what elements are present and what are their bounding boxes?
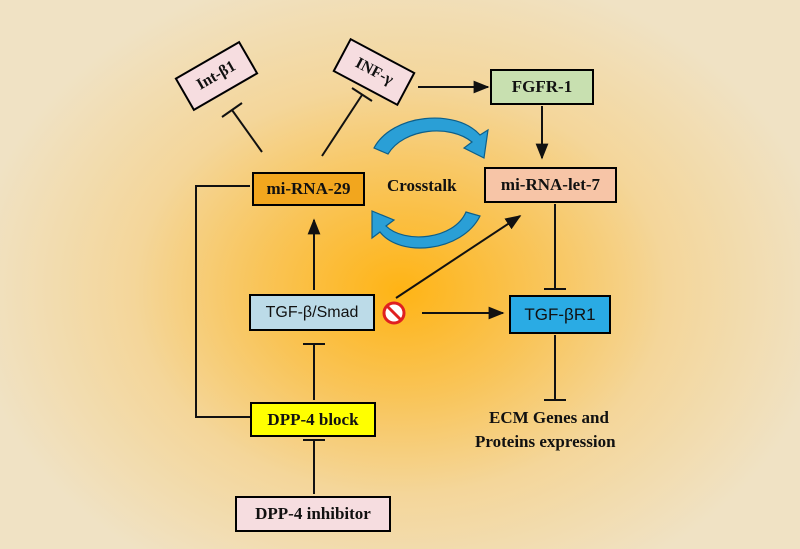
crosstalk-arrow-lower	[371, 210, 481, 249]
tgf-br1-node: TGF-βR1	[509, 295, 611, 334]
edge-mirna29-inhibits-inf-gamma-bar	[351, 87, 373, 102]
mirna-let7-node: mi-RNA-let-7	[484, 167, 617, 203]
prohibited-icon	[382, 301, 406, 325]
edge-tgf-smad-to-mirna-let7	[395, 215, 522, 299]
mirna29-node: mi-RNA-29	[252, 172, 365, 206]
curved-arrows-icon	[371, 117, 489, 249]
fgfr1-node: FGFR-1	[490, 69, 594, 105]
tgf-smad-node: TGF-β/Smad	[249, 294, 375, 331]
ecm-label-line1: ECM Genes and	[489, 408, 609, 427]
crosstalk-arrow-upper	[373, 117, 489, 159]
ecm-label-line2: Proteins expression	[475, 432, 616, 451]
edge-dpp4-block-loop-mirna29	[195, 185, 250, 418]
crosstalk-label: Crosstalk	[387, 176, 457, 195]
dpp4-inhibitor-node: DPP-4 inhibitor	[235, 496, 391, 532]
dpp4-block-node: DPP-4 block	[250, 402, 376, 437]
edge-mirna29-inhibits-int-beta1-bar	[221, 102, 243, 118]
edge-mirna29-inhibits-int-beta1	[231, 109, 263, 153]
edge-mirna29-inhibits-inf-gamma	[321, 94, 363, 157]
